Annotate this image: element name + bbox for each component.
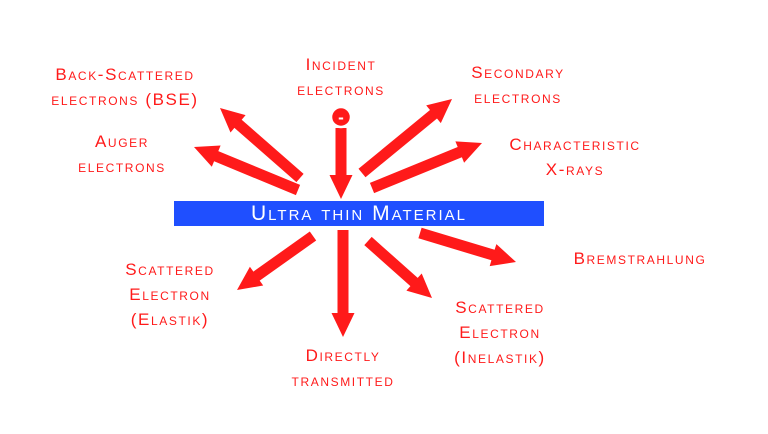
electron-symbol: - [329,105,353,129]
arrow-secondary [358,99,452,178]
label-line: electrons (BSE) [51,90,199,109]
electron-circle [329,105,353,129]
label-line: Scattered [125,260,215,279]
arrow-bremsstrahlung [418,227,516,267]
label-line: Incident [305,55,377,74]
label-line: X-rays [545,160,605,179]
label-characteristic-xrays: Characteristic X-rays [480,132,670,182]
label-line: Auger [94,132,149,151]
electron-minus: - [338,108,344,127]
label-line: Directly [305,346,381,365]
label-line: Electron [129,285,211,304]
label-back-scattered-electrons: Back-Scattered electrons (BSE) [20,62,230,112]
arrow-auger [194,145,301,196]
label-line: Characteristic [509,135,641,154]
arrow-directly-transmitted [331,230,355,337]
label-secondary-electrons: Secondary electrons [443,60,593,110]
label-line: electrons [297,80,385,99]
arrow-characteristic-xrays [369,141,482,194]
label-scattered-electron-elastic: Scattered Electron (Elastik) [100,257,240,332]
arrow-scattered-elastic [237,231,317,290]
ultra-thin-material-bar: Ultra thin Material [174,201,544,226]
label-line: electrons [78,157,166,176]
label-line: (Elastik) [130,310,210,329]
label-incident-electrons: Incident electrons [266,52,416,102]
label-scattered-electron-inelastic: Scattered Electron (Inelastik) [425,295,575,370]
label-line: Bremstrahlung [573,249,707,268]
arrow-back-scattered [220,108,304,183]
label-line: Scattered [455,298,545,317]
label-bremsstrahlung: Bremstrahlung [540,246,740,271]
label-line: electrons [474,88,562,107]
label-line: transmitted [291,371,395,390]
label-line: Secondary [471,63,565,82]
arrow-scattered-inelastic [364,236,432,298]
label-directly-transmitted: Directly transmitted [263,343,423,393]
arrow-incident-electrons [329,128,353,199]
label-line: Electron [459,323,541,342]
material-label: Ultra thin Material [251,201,467,225]
label-auger-electrons: Auger electrons [52,129,192,179]
label-line: (Inelastik) [454,348,546,367]
label-line: Back-Scattered [55,65,195,84]
